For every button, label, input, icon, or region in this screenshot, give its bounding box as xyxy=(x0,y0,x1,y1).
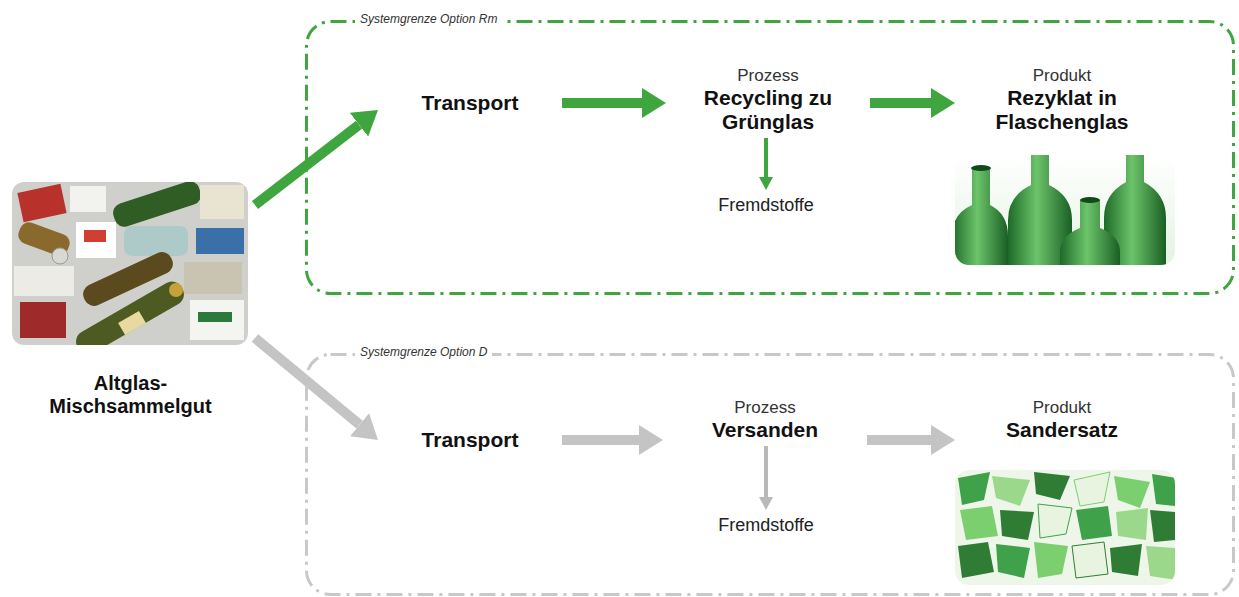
label-scrap xyxy=(200,185,244,219)
residue-output: Fremdstoffe xyxy=(713,192,819,218)
bottle xyxy=(110,182,203,229)
flow-arrow xyxy=(867,435,931,445)
process-step: ProzessRecycling zu Grünglas xyxy=(668,64,868,136)
glass-shard xyxy=(992,476,1030,506)
column-heading: Prozess xyxy=(669,398,861,418)
boundary-title: Systemgrenze Option D xyxy=(355,344,492,360)
bottle-mouth xyxy=(971,165,991,171)
glass-shard xyxy=(1116,508,1148,540)
transport-step: Transport xyxy=(380,89,560,117)
label-scrap xyxy=(84,230,106,242)
mixed-glass-photo xyxy=(12,182,248,345)
label-scrap xyxy=(70,186,106,212)
step-label: Transport xyxy=(385,91,555,115)
transport-step: Transport xyxy=(380,426,560,454)
cap xyxy=(52,248,68,264)
source-material: Altglas- Mischsammelgut xyxy=(8,178,253,420)
column-heading: Produkt xyxy=(961,66,1163,86)
glass-shard xyxy=(958,542,994,578)
glass-shard xyxy=(1076,506,1112,540)
bottle-mouth xyxy=(1080,197,1100,203)
system-boundary: Systemgrenze Option DTransportProzessVer… xyxy=(305,353,1235,596)
glass-shard xyxy=(1150,510,1175,542)
source-label: Altglas- Mischsammelgut xyxy=(41,372,221,418)
glass-shard xyxy=(960,506,998,540)
product: ProduktSandersatz xyxy=(957,396,1167,444)
glass-sand-photo xyxy=(955,470,1175,585)
flow-arrow xyxy=(764,446,768,497)
bottle xyxy=(955,168,1008,265)
residue-label: Fremdstoffe xyxy=(717,194,815,216)
product-label: Sandersatz xyxy=(977,418,1147,442)
glass-shard xyxy=(1152,474,1175,506)
glass-shard xyxy=(1146,546,1175,580)
glass-shard xyxy=(1034,472,1070,500)
glass-shard xyxy=(1034,542,1068,578)
boundary-outline xyxy=(305,353,1235,596)
label-scrap xyxy=(20,302,66,338)
label-scrap xyxy=(14,266,74,296)
label-scrap xyxy=(196,228,244,254)
label-scrap xyxy=(190,300,244,340)
boundary-outline xyxy=(305,20,1235,295)
product-label: Rezyklat in Flaschenglas xyxy=(977,86,1147,134)
flow-arrow xyxy=(562,435,639,445)
system-boundary: Systemgrenze Option RmTransportProzessRe… xyxy=(305,20,1235,295)
label-scrap xyxy=(198,312,232,322)
glass-shard xyxy=(1000,510,1034,540)
flow-arrow xyxy=(255,338,360,425)
residue-label: Fremdstoffe xyxy=(717,514,815,536)
glass-shard xyxy=(1110,544,1142,576)
glass-shard xyxy=(958,472,990,505)
flow-arrow xyxy=(870,98,931,108)
bottle xyxy=(72,278,188,345)
photo-ground xyxy=(955,470,1175,585)
process-label: Versanden xyxy=(680,418,850,442)
jar xyxy=(124,226,188,256)
label-scrap xyxy=(118,311,146,335)
boundary-line xyxy=(307,22,1234,294)
label-scrap xyxy=(17,184,66,222)
step-label: Transport xyxy=(385,428,555,452)
label-scrap xyxy=(76,222,116,258)
process-step: ProzessVersanden xyxy=(665,396,865,444)
green-bottles-photo xyxy=(955,155,1175,265)
residue-output: Fremdstoffe xyxy=(713,512,819,538)
flow-arrow xyxy=(764,138,768,177)
boundary-title: Systemgrenze Option Rm xyxy=(355,11,502,27)
flow-arrow xyxy=(562,98,642,108)
process-label: Recycling zu Grünglas xyxy=(683,86,853,134)
glass-shard xyxy=(1114,476,1150,508)
glass-shard xyxy=(1074,472,1110,506)
column-heading: Produkt xyxy=(961,398,1163,418)
column-heading: Prozess xyxy=(672,66,864,86)
product: ProduktRezyklat in Flaschenglas xyxy=(957,64,1167,136)
label-scrap xyxy=(184,262,242,294)
glass-shard xyxy=(996,544,1030,578)
glass-shard xyxy=(1038,504,1072,538)
cap xyxy=(169,283,183,297)
glass-shard xyxy=(1072,542,1108,578)
bottle xyxy=(1060,200,1120,265)
boundary-line xyxy=(307,355,1234,595)
